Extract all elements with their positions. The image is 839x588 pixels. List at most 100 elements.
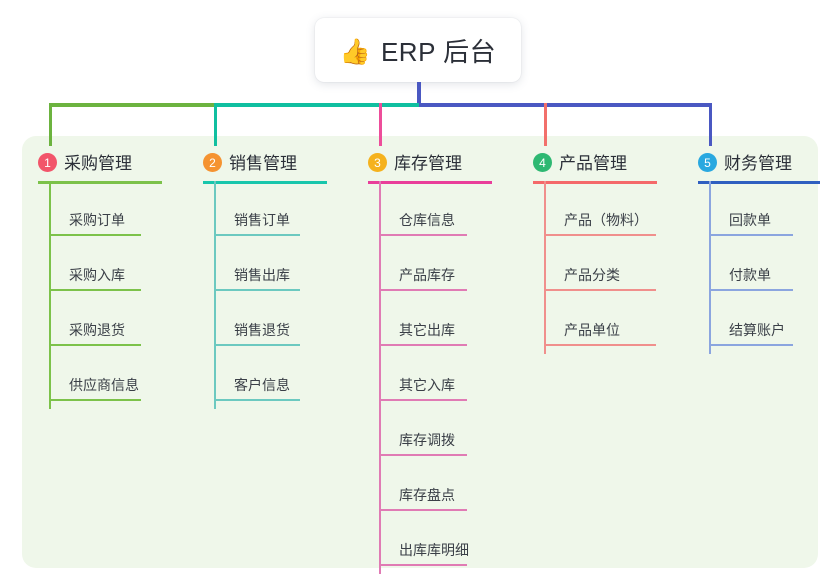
root-node-erp-backend[interactable]: 👍 ERP 后台 xyxy=(315,18,521,82)
branch-header-5[interactable]: 5 财务管理 xyxy=(698,150,792,175)
leaf-item[interactable]: 产品分类 xyxy=(544,236,656,291)
leaf-item[interactable]: 仓库信息 xyxy=(379,181,467,236)
leaf-item[interactable]: 回款单 xyxy=(709,181,793,236)
leaf-item-underline xyxy=(49,289,141,291)
branch-number-badge: 5 xyxy=(698,153,717,172)
leaf-item[interactable]: 付款单 xyxy=(709,236,793,291)
leaf-item-underline xyxy=(379,344,467,346)
leaf-item-underline xyxy=(49,344,141,346)
leaf-item-underline xyxy=(379,289,467,291)
drop-to-column-2 xyxy=(214,103,217,146)
branch-underline xyxy=(698,181,820,184)
leaf-item[interactable]: 出库库明细 xyxy=(379,511,469,566)
leaf-item-label: 客户信息 xyxy=(234,377,290,393)
leaf-item-underline xyxy=(214,344,300,346)
leaf-item[interactable]: 供应商信息 xyxy=(49,346,141,401)
branches-panel: 1 采购管理采购订单采购入库采购退货供应商信息 2 销售管理销售订单销售出库销售退货客… xyxy=(22,136,820,574)
leaf-item-label: 其它出库 xyxy=(399,322,455,338)
leaf-item[interactable]: 采购入库 xyxy=(49,236,141,291)
leaf-item[interactable]: 销售出库 xyxy=(214,236,300,291)
leaf-item-label: 供应商信息 xyxy=(69,377,139,393)
branch-trunk-line xyxy=(214,181,216,409)
leaf-item[interactable]: 客户信息 xyxy=(214,346,300,401)
leaf-item-underline xyxy=(214,399,300,401)
leaf-item-label: 销售出库 xyxy=(234,267,290,283)
leaf-item-label: 采购入库 xyxy=(69,267,125,283)
leaf-item-underline xyxy=(709,289,793,291)
bracket-segment-middle xyxy=(214,103,419,107)
leaf-item[interactable]: 库存调拨 xyxy=(379,401,467,456)
leaf-item-underline xyxy=(214,234,300,236)
branch-number-badge: 1 xyxy=(38,153,57,172)
leaf-item-label: 产品单位 xyxy=(564,322,620,338)
branch-trunk-line xyxy=(709,181,711,354)
branch-underline xyxy=(533,181,657,184)
leaf-item-label: 产品库存 xyxy=(399,267,455,283)
leaf-item-label: 库存盘点 xyxy=(399,487,455,503)
branch-title: 库存管理 xyxy=(394,154,462,173)
leaf-item-label: 产品分类 xyxy=(564,267,620,283)
leaf-item[interactable]: 产品单位 xyxy=(544,291,656,346)
branch-header-2[interactable]: 2 销售管理 xyxy=(203,150,297,175)
leaf-item-underline xyxy=(379,509,467,511)
drop-to-column-4 xyxy=(544,103,547,146)
leaf-item[interactable]: 采购订单 xyxy=(49,181,141,236)
branch-title: 销售管理 xyxy=(229,154,297,173)
leaf-item[interactable]: 产品（物料） xyxy=(544,181,656,236)
leaf-item-underline xyxy=(49,234,141,236)
leaf-item-label: 仓库信息 xyxy=(399,212,455,228)
branch-trunk-line xyxy=(544,181,546,354)
leaf-item-label: 付款单 xyxy=(729,267,771,283)
leaf-item-underline xyxy=(214,289,300,291)
drop-to-column-1 xyxy=(49,103,52,146)
branch-header-1[interactable]: 1 采购管理 xyxy=(38,150,132,175)
leaf-item-underline xyxy=(544,289,656,291)
drop-to-column-5 xyxy=(709,103,712,146)
leaf-item[interactable]: 其它入库 xyxy=(379,346,467,401)
leaf-item-underline xyxy=(544,344,656,346)
leaf-item-label: 结算账户 xyxy=(729,322,785,338)
drop-to-column-3 xyxy=(379,103,382,146)
branch-title: 采购管理 xyxy=(64,154,132,173)
branch-number-badge: 4 xyxy=(533,153,552,172)
leaf-item-underline xyxy=(544,234,656,236)
leaf-item-label: 其它入库 xyxy=(399,377,455,393)
leaf-item-label: 销售订单 xyxy=(234,212,290,228)
leaf-item[interactable]: 结算账户 xyxy=(709,291,793,346)
root-node-title: ERP 后台 xyxy=(380,36,497,67)
leaf-item-label: 销售退货 xyxy=(234,322,290,338)
branch-trunk-line xyxy=(379,181,381,574)
branch-trunk-line xyxy=(49,181,51,409)
branch-underline xyxy=(38,181,162,184)
leaf-item-underline xyxy=(379,234,467,236)
leaf-item-label: 出库库明细 xyxy=(399,542,469,558)
thumbs-up-emoji: 👍 xyxy=(339,36,371,66)
leaf-item-label: 采购退货 xyxy=(69,322,125,338)
leaf-item-label: 产品（物料） xyxy=(564,212,648,228)
leaf-item-underline xyxy=(709,344,793,346)
leaf-item-underline xyxy=(49,399,141,401)
root-stem-connector xyxy=(417,82,421,106)
branch-underline xyxy=(368,181,492,184)
leaf-item-underline xyxy=(379,564,467,566)
leaf-item[interactable]: 销售退货 xyxy=(214,291,300,346)
leaf-item[interactable]: 其它出库 xyxy=(379,291,467,346)
branch-title: 产品管理 xyxy=(559,154,627,173)
branch-number-badge: 3 xyxy=(368,153,387,172)
leaf-item-underline xyxy=(379,454,467,456)
leaf-item[interactable]: 采购退货 xyxy=(49,291,141,346)
branch-header-3[interactable]: 3 库存管理 xyxy=(368,150,462,175)
leaf-item[interactable]: 产品库存 xyxy=(379,236,467,291)
leaf-item-label: 回款单 xyxy=(729,212,771,228)
leaf-item-label: 库存调拨 xyxy=(399,432,455,448)
branch-underline xyxy=(203,181,327,184)
leaf-item[interactable]: 库存盘点 xyxy=(379,456,467,511)
leaf-item[interactable]: 销售订单 xyxy=(214,181,300,236)
branch-title: 财务管理 xyxy=(724,154,792,173)
leaf-item-label: 采购订单 xyxy=(69,212,125,228)
branch-header-4[interactable]: 4 产品管理 xyxy=(533,150,627,175)
bracket-segment-right xyxy=(419,103,712,107)
branch-number-badge: 2 xyxy=(203,153,222,172)
leaf-item-underline xyxy=(379,399,467,401)
